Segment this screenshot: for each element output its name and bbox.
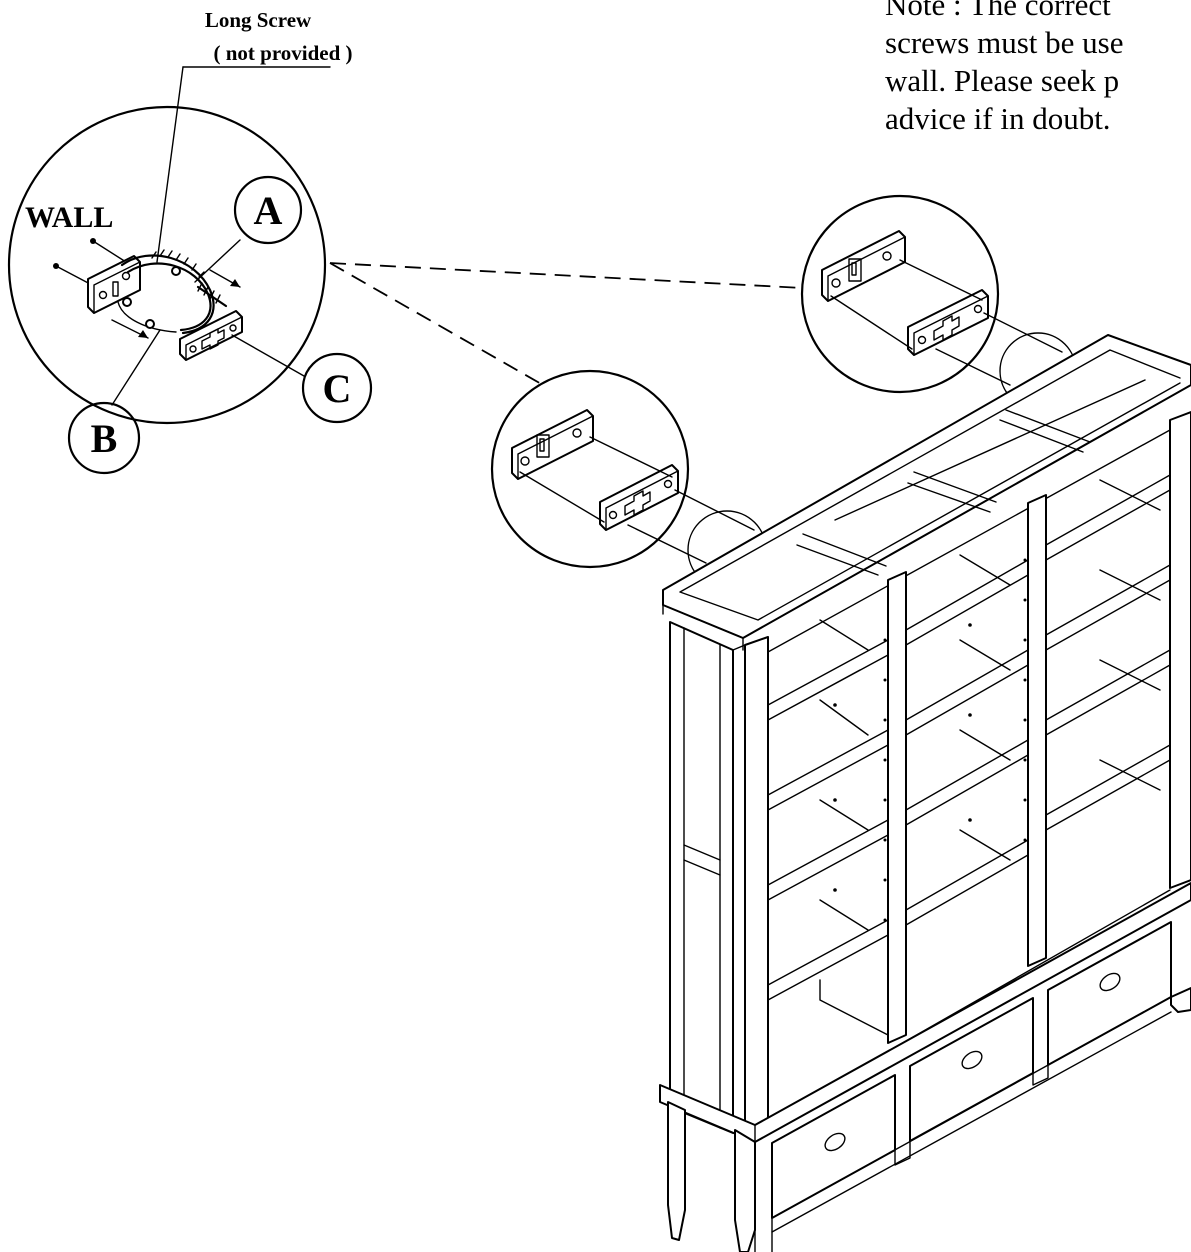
note-line-3: wall. Please seek p (885, 63, 1120, 98)
note-line-2: screws must be use (885, 25, 1124, 60)
note-line-1: Note : The correct (885, 0, 1111, 22)
note-line-4: advice if in doubt. (885, 101, 1111, 136)
long-screw-title: Long Screw (205, 8, 312, 32)
detail-circle-wall-fixing: WALL (7, 105, 373, 475)
detail-circle-right-bracket (800, 194, 1063, 394)
bookcase (659, 334, 1191, 1252)
wall-label: WALL (25, 201, 113, 234)
label-c: C (323, 366, 352, 411)
label-b: B (91, 416, 118, 461)
long-screw-label: Long Screw ( not provided ) (156, 8, 353, 263)
callout-leaders (329, 262, 804, 386)
detail-circle-left-bracket (490, 369, 755, 569)
label-a: A (254, 188, 283, 233)
long-screw-subtitle: ( not provided ) (213, 41, 352, 65)
label-leader (156, 66, 184, 263)
safety-note: Note : The correct screws must be use wa… (885, 0, 1123, 138)
